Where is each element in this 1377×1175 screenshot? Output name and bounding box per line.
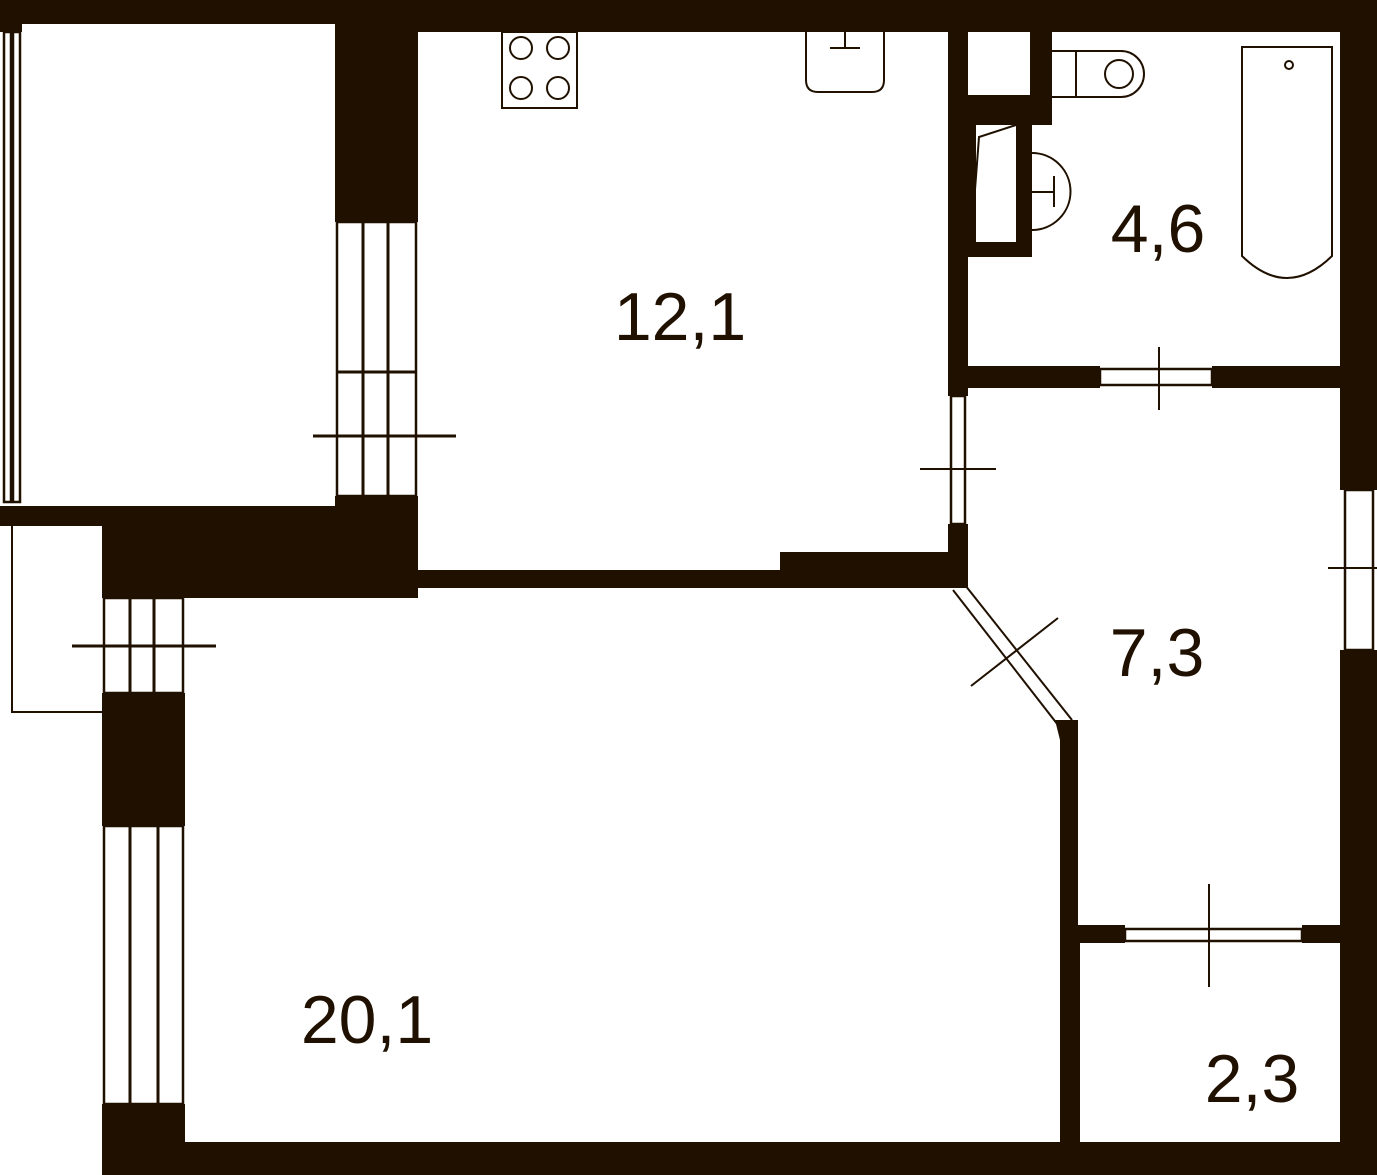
washbasin-icon bbox=[970, 124, 1072, 243]
stove-icon bbox=[501, 31, 578, 109]
room-area-hallway: 7,3 bbox=[1110, 615, 1205, 691]
room-area-kitchen: 12,1 bbox=[614, 279, 746, 355]
room-area-living-room: 20,1 bbox=[301, 982, 433, 1058]
room-area-bathroom: 4,6 bbox=[1111, 191, 1206, 267]
balcony-outline bbox=[11, 526, 102, 713]
room-area-storage: 2,3 bbox=[1205, 1041, 1300, 1117]
kitchen-sink-icon bbox=[805, 32, 885, 93]
toilet-icon bbox=[1052, 50, 1145, 98]
window-icon bbox=[2, 30, 1377, 1106]
room-labels: 12,1 4,6 7,3 20,1 2,3 bbox=[301, 191, 1299, 1117]
bathtub-icon bbox=[1241, 46, 1333, 279]
door-icon bbox=[920, 347, 1304, 987]
